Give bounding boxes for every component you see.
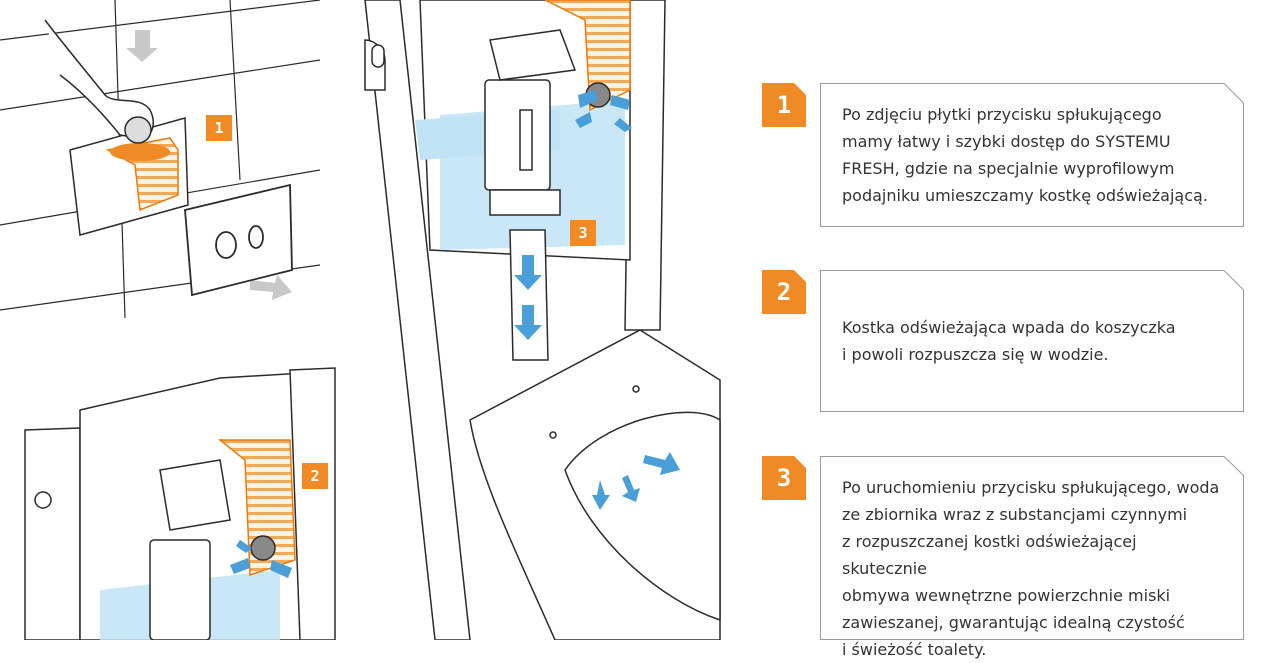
step-badge-2: 2 [762,270,806,314]
water-flow-arrows [514,90,680,510]
step-1-line: podajniku umieszczamy kostkę odświeżając… [842,186,1208,205]
step-2-line: Kostka odświeżająca wpada do koszyczka [842,318,1176,337]
step-3-line: obmywa wewnętrzne powierzchnie miski [842,586,1171,605]
frame-panel-step-2 [24,367,336,640]
step-1-line: FRESH, gdzie na specjalnie wyprofilowym [842,159,1175,178]
step-3-line: z rozpuszczanej kostki odświeżającej sku… [842,532,1137,578]
wall-panel-step-1 [0,0,321,319]
step-badge-1: 1 [762,83,806,127]
illustration-badge-1: 1 [206,115,232,141]
step-3-line: ze zbiornika wraz z substancjami czynnym… [842,505,1188,524]
step-badge-3: 3 [762,456,806,500]
frame-panel-step-3 [364,0,721,640]
installation-illustration [0,0,721,640]
step-3-line: Po uruchomieniu przycisku spłukującego, … [842,478,1220,497]
illustration-badge-2: 2 [302,463,328,489]
step-1-line: Po zdjęciu płytki przycisku spłukującego [842,105,1162,124]
step-1-line: mamy łatwy i szybki dostęp do SYSTEMU [842,132,1171,151]
step-1-callout: Po zdjęciu płytki przycisku spłukującego… [820,83,1244,227]
step-3-line: i świeżość toalety. [842,640,987,659]
right-arrow-icon [250,275,292,300]
step-3-callout: Po uruchomieniu przycisku spłukującego, … [820,456,1244,659]
illustration-badge-3: 3 [570,220,596,246]
step-3-line: zawieszanej, gwarantując idealną czystoś… [842,613,1185,632]
flush-button-icon [184,183,293,297]
down-arrow-icon [126,30,158,62]
step-2-line: i powoli rozpuszcza się w wodzie. [842,345,1109,364]
dissolve-arrows [230,540,292,578]
step-2-callout: Kostka odświeżająca wpada do koszyczka i… [820,270,1244,412]
